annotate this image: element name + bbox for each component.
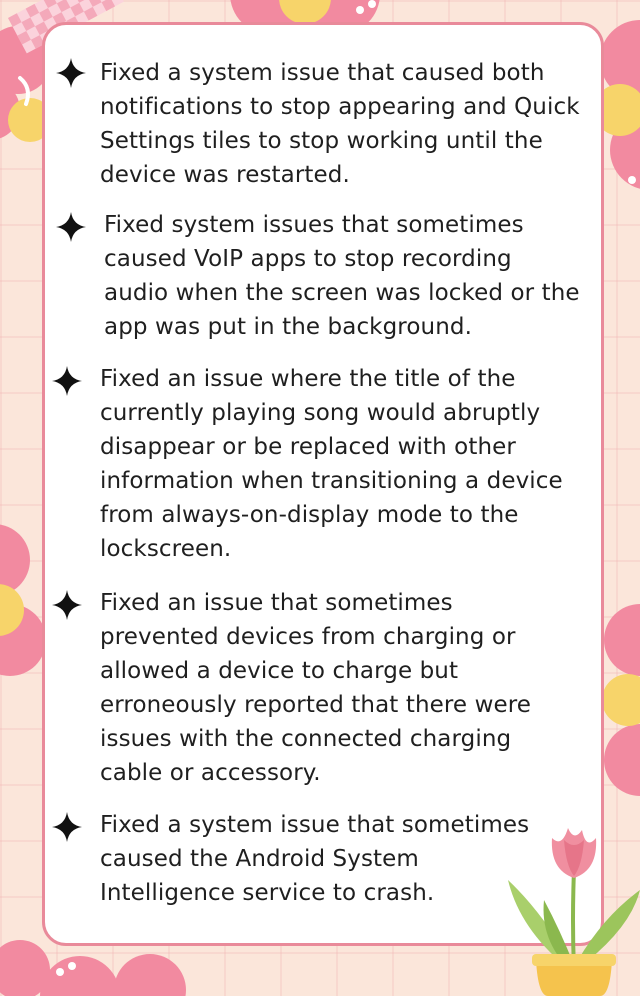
release-note-item-2: Fixed system issues that sometimes cause… (104, 212, 580, 340)
four-point-star-icon (52, 366, 82, 396)
four-point-star-icon (56, 58, 86, 88)
release-note-item-4: Fixed an issue that sometimes prevented … (100, 590, 532, 786)
release-notes-card (42, 22, 604, 946)
four-point-star-icon (52, 812, 82, 842)
flower-decoration-right-top (594, 20, 640, 189)
release-note-item-1: Fixed a system issue that caused both no… (100, 60, 580, 188)
release-note-item-3: Fixed an issue where the title of the cu… (100, 366, 563, 562)
release-note-item-5: Fixed a system issue that sometimes caus… (100, 812, 530, 906)
tulip-pot-decoration (508, 828, 640, 996)
flower-decoration-right-middle (602, 604, 640, 796)
four-point-star-icon (52, 590, 82, 620)
four-point-star-icon (56, 212, 86, 242)
washi-tape-decoration (8, 0, 124, 54)
flower-decoration-bottom-left (0, 940, 186, 996)
flower-decoration-left-middle (0, 524, 46, 676)
